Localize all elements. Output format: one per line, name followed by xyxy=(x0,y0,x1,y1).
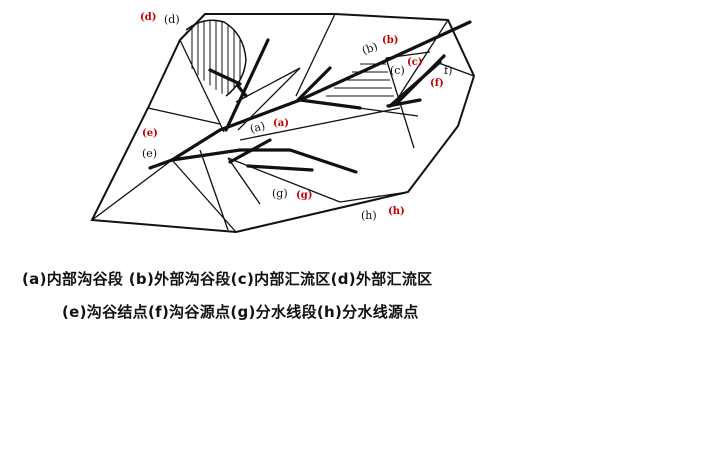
hatched-region xyxy=(191,20,241,97)
divide-lines xyxy=(91,13,475,233)
hatched-region-outline xyxy=(185,19,247,97)
annotation-d: (d) xyxy=(140,12,157,23)
annotation-f: (f) xyxy=(430,78,444,89)
annotation-c: (c) xyxy=(407,57,423,68)
label-f: f) xyxy=(444,64,453,77)
label-c: (c) xyxy=(390,64,405,77)
caption-line-1: (a)内部沟谷段 (b)外部沟谷段(c)内部汇流区(d)外部汇流区 xyxy=(22,270,433,288)
label-d: (d) xyxy=(164,13,180,26)
annotation-b: (b) xyxy=(382,35,399,46)
label-e: (e) xyxy=(142,147,158,160)
label-g: (g) xyxy=(272,187,288,200)
annotation-a: (a) xyxy=(273,118,289,129)
inner-catchment-hatching xyxy=(326,63,394,97)
annotation-g: (g) xyxy=(296,190,313,201)
outer-boundary xyxy=(90,13,476,234)
label-h: (h) xyxy=(361,209,377,222)
caption-line-2: (e)沟谷结点(f)沟谷源点(g)分水线段(h)分水线源点 xyxy=(62,303,419,321)
valley-lines xyxy=(148,20,472,174)
annotation-e: (e) xyxy=(142,128,158,139)
annotation-h: (h) xyxy=(388,206,405,217)
